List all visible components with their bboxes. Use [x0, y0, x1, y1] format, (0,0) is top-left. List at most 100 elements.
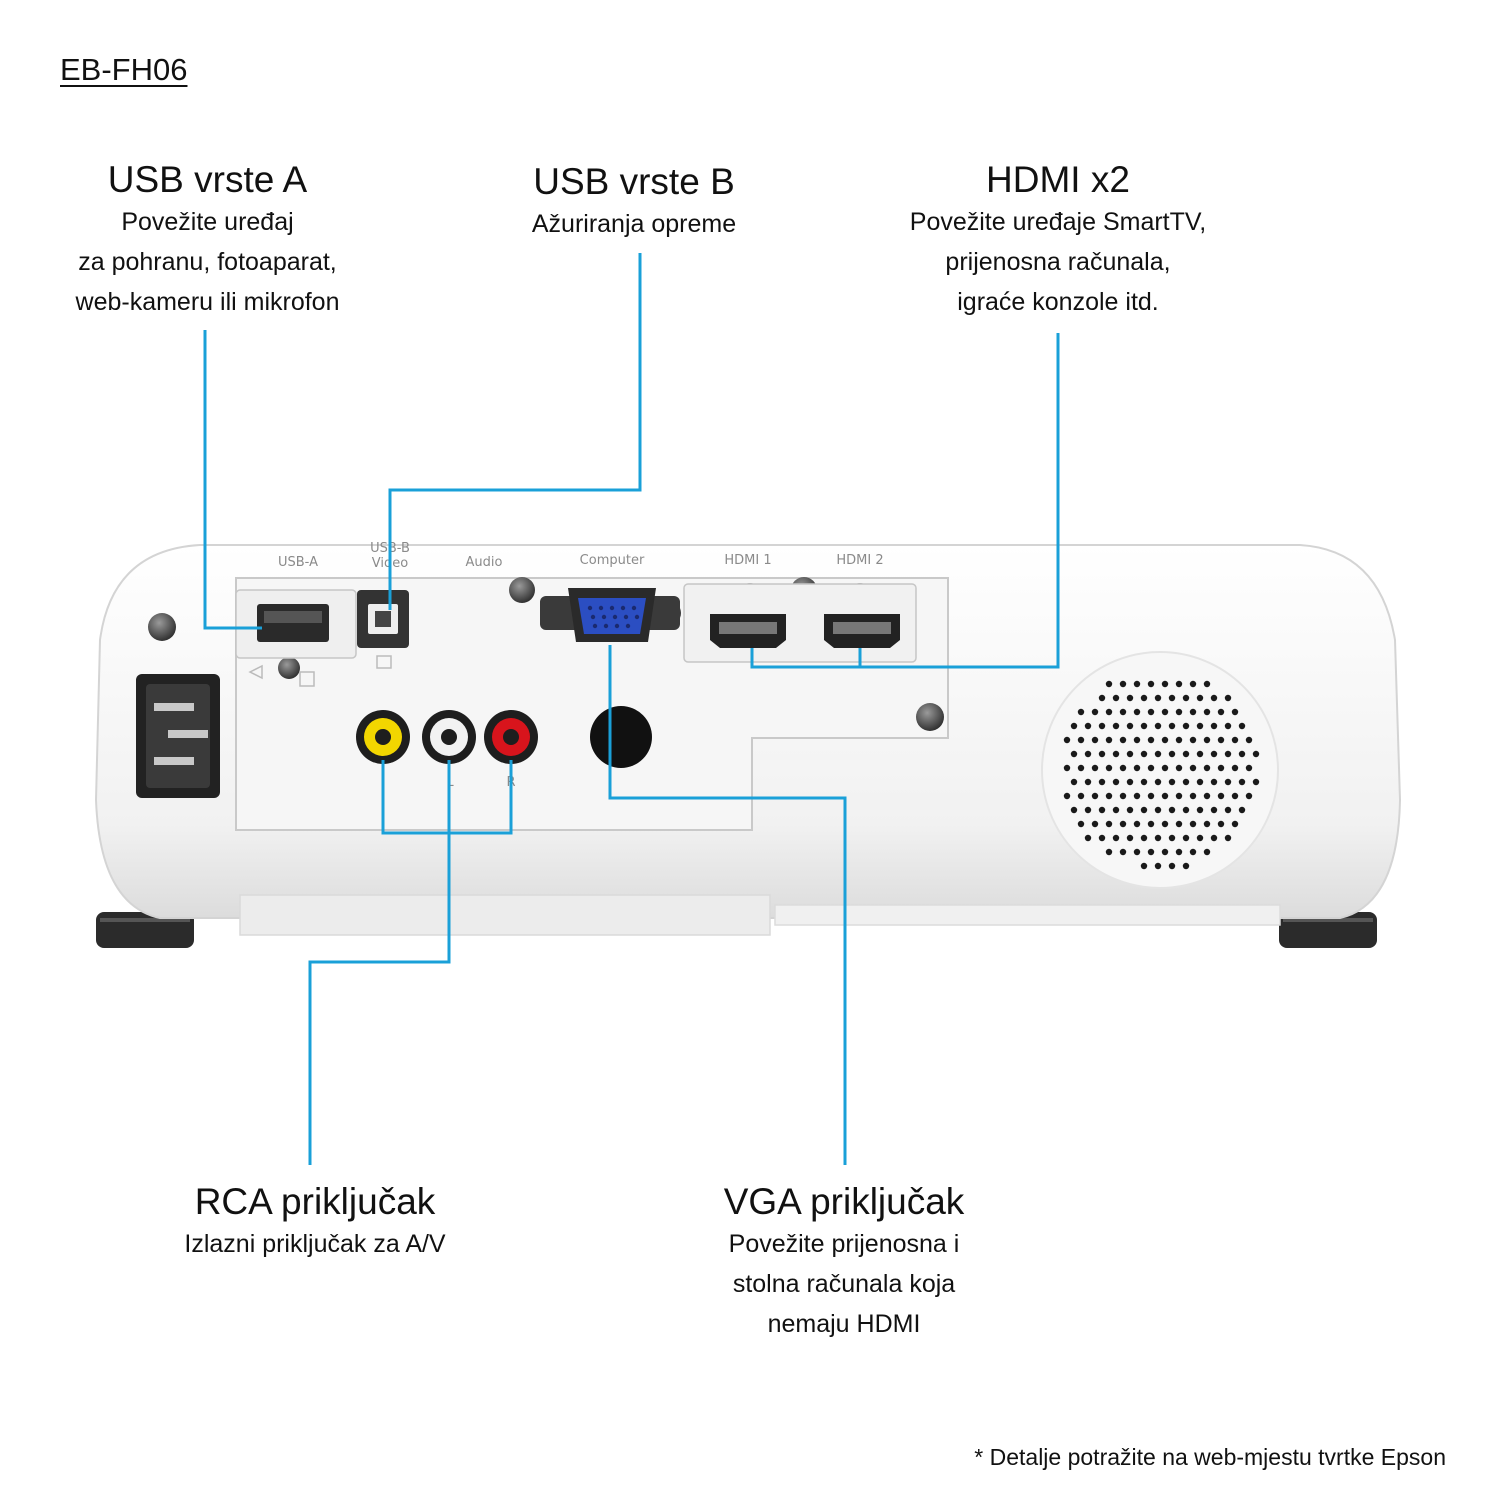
- grille-dot: [1147, 792, 1155, 800]
- grille-dot: [1161, 848, 1169, 856]
- grille-dot: [1133, 708, 1141, 716]
- grille-dot: [1203, 848, 1211, 856]
- grille-dot: [1175, 764, 1183, 772]
- grille-dot: [1203, 764, 1211, 772]
- callout-hdmi-line: prijenosna računala,: [945, 248, 1171, 276]
- label-usb-a: USB-A: [278, 555, 318, 570]
- leader-usb-b: [388, 253, 642, 610]
- callout-usb-b-title: USB vrste B: [533, 161, 735, 202]
- grille-dot: [1126, 722, 1134, 730]
- grille-dot: [1217, 820, 1225, 828]
- grille-dot: [1133, 680, 1141, 688]
- grille-dot: [1196, 806, 1204, 814]
- grille-dot: [1175, 848, 1183, 856]
- grille-dot: [1252, 750, 1260, 758]
- grille-dot: [1112, 722, 1120, 730]
- grille-dot: [1098, 806, 1106, 814]
- rca-jacks: [356, 710, 538, 764]
- grille-dot: [1098, 750, 1106, 758]
- callout-hdmi-title: HDMI x2: [986, 159, 1130, 200]
- grille-dot: [1147, 680, 1155, 688]
- grille-dot: [1196, 722, 1204, 730]
- grille-dot: [1119, 764, 1127, 772]
- grille-dot: [1252, 778, 1260, 786]
- grille-dot: [1231, 820, 1239, 828]
- grille-dot: [1119, 736, 1127, 744]
- grille-dot: [1217, 736, 1225, 744]
- grille-dot: [1189, 680, 1197, 688]
- grille-dot: [1154, 862, 1162, 870]
- grille-dot: [1105, 792, 1113, 800]
- grille-dot: [1182, 806, 1190, 814]
- grille-dot: [1091, 764, 1099, 772]
- grille-dot: [1133, 736, 1141, 744]
- grille-dot: [1224, 778, 1232, 786]
- grille-dot: [1210, 806, 1218, 814]
- callout-usb-a-title: USB vrste A: [107, 159, 308, 200]
- callout-usb-a-line: za pohranu, fotoaparat,: [78, 248, 337, 276]
- grille-dot: [1140, 750, 1148, 758]
- grille-dot: [1077, 736, 1085, 744]
- callout-usb-a-line: Povežite uređaj: [121, 208, 294, 236]
- grille-dot: [1203, 736, 1211, 744]
- callout-hdmi-line: igraće konzole itd.: [957, 288, 1159, 316]
- leader-hdmi: [750, 333, 1060, 669]
- grille-dot: [1154, 834, 1162, 842]
- grille-dot: [1189, 764, 1197, 772]
- grille-dot: [1168, 778, 1176, 786]
- grille-dot: [1217, 708, 1225, 716]
- grille-dot: [1224, 834, 1232, 842]
- grille-dot: [1161, 680, 1169, 688]
- grille-dot: [1210, 778, 1218, 786]
- grille-dot: [1105, 764, 1113, 772]
- grille-dot: [1231, 792, 1239, 800]
- callout-vga-title: VGA priključak: [723, 1181, 965, 1222]
- grille-dot: [1161, 792, 1169, 800]
- grille-dot: [1231, 736, 1239, 744]
- grille-dot: [1224, 722, 1232, 730]
- grille-dot: [1182, 750, 1190, 758]
- grille-dot: [1126, 694, 1134, 702]
- grille-dot: [1112, 750, 1120, 758]
- grille-dot: [1091, 736, 1099, 744]
- leader-vga: [608, 645, 847, 1165]
- callout-usb-a-line: web-kameru ili mikrofon: [75, 288, 340, 316]
- callout-vga: VGA priključak Povežite prijenosna i sto…: [674, 1180, 1014, 1344]
- label-audio: Audio: [466, 555, 503, 570]
- grille-dot: [1084, 778, 1092, 786]
- grille-dot: [1140, 806, 1148, 814]
- grille-dot: [1077, 792, 1085, 800]
- grille-dot: [1140, 722, 1148, 730]
- callout-usb-b-line: Ažuriranja opreme: [531, 210, 737, 238]
- grille-dot: [1084, 750, 1092, 758]
- grille-dot: [1182, 778, 1190, 786]
- grille-dot: [1070, 806, 1078, 814]
- grille-dot: [1154, 778, 1162, 786]
- grille-dot: [1210, 694, 1218, 702]
- grille-dot: [1203, 708, 1211, 716]
- grille-dot: [1154, 750, 1162, 758]
- grille-dot: [1133, 792, 1141, 800]
- grille-dot: [1196, 694, 1204, 702]
- grille-dot: [1091, 792, 1099, 800]
- footnote: * Detalje potražite na web-mjestu tvrtke…: [974, 1444, 1446, 1470]
- ir-receiver: [590, 706, 652, 768]
- grille-dot: [1196, 750, 1204, 758]
- grille-dot: [1098, 722, 1106, 730]
- grille-dot: [1126, 778, 1134, 786]
- grille-dot: [1182, 862, 1190, 870]
- grille-dot: [1168, 806, 1176, 814]
- projector-feet: [96, 912, 1377, 948]
- grille-dot: [1105, 848, 1113, 856]
- grille-dot: [1231, 708, 1239, 716]
- grille-dot: [1070, 750, 1078, 758]
- grille-dot: [1098, 834, 1106, 842]
- grille-dot: [1126, 750, 1134, 758]
- grille-dot: [1210, 750, 1218, 758]
- leader-rca: [381, 760, 513, 835]
- leader-lines: [203, 253, 1060, 1165]
- grille-dot: [1161, 708, 1169, 716]
- callout-hdmi-line: Povežite uređaje SmartTV,: [909, 208, 1207, 236]
- grille-dot: [1084, 834, 1092, 842]
